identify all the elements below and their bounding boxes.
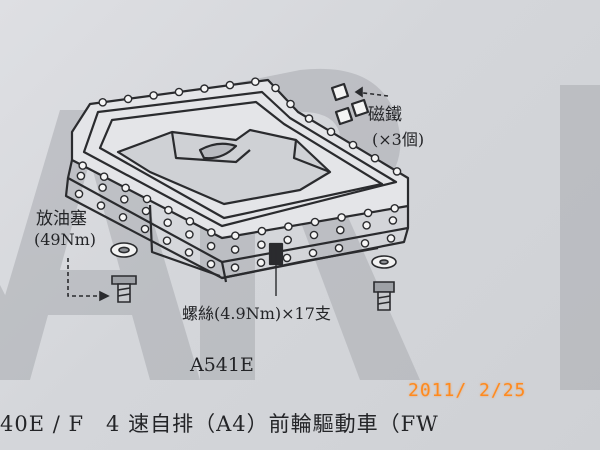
magnet-icon: [330, 82, 370, 126]
bolt-hole: [230, 245, 240, 254]
bolt-hole: [388, 216, 398, 225]
bolt-hole: [98, 183, 107, 192]
bolt-hole: [308, 248, 318, 258]
magnet-quantity-label: (×3個): [372, 130, 425, 149]
bolt-hole: [282, 253, 292, 263]
bolt-hole: [230, 231, 240, 240]
bolt-hole: [78, 161, 87, 170]
bolt-hole: [149, 91, 158, 100]
bolt-hole: [360, 238, 370, 248]
bolt-hole: [370, 153, 380, 163]
pan-bolt-holes: [74, 77, 402, 272]
pan-bolt-icon: [371, 255, 397, 311]
bolt-hole: [74, 189, 84, 199]
bolt-hole: [392, 167, 402, 176]
bolt-hole: [250, 77, 260, 86]
bolt-hole: [386, 234, 396, 243]
bolt-hole: [185, 216, 195, 226]
bolt-hole: [121, 183, 130, 193]
bolt-hole: [185, 230, 194, 239]
bolt-hole: [230, 263, 240, 272]
bolt-hole: [99, 172, 109, 181]
bolt-hole: [140, 224, 150, 234]
bolt-hole: [257, 240, 266, 249]
bolt-hole: [120, 194, 129, 204]
magnet-label: 磁鐵: [368, 105, 402, 125]
bolt-hole: [76, 171, 86, 181]
bolt-hole: [184, 248, 194, 257]
bolt-hole: [334, 243, 344, 253]
bolt-hole: [98, 98, 107, 107]
bolt-hole: [348, 140, 358, 150]
bolt-hole: [390, 203, 400, 213]
bolt-hole: [225, 80, 235, 90]
bolt-hole: [174, 87, 184, 97]
arrow-icon: [354, 86, 389, 98]
bolt-hole: [363, 208, 373, 218]
bolt-hole: [304, 114, 314, 123]
bolt-hole: [162, 236, 172, 245]
bolt-hole: [286, 99, 295, 109]
bolt-hole: [326, 127, 336, 137]
bolt-hole: [256, 258, 266, 268]
oil-pan-drawing: [64, 78, 410, 283]
bolt-hole: [118, 212, 128, 222]
bolt-hole: [141, 206, 151, 216]
drain-plug-label: 放油塞: [36, 209, 87, 229]
bolt-hole: [200, 84, 209, 93]
bolt-hole: [206, 228, 216, 237]
bolt-hole: [96, 201, 106, 210]
bolt-hole: [283, 235, 293, 245]
bolt-hole: [206, 259, 216, 269]
bolt-hole: [142, 194, 152, 204]
bolt-hole: [335, 225, 345, 235]
pan-bolts-label: 螺絲(4.9Nm)×17支: [182, 304, 331, 323]
bolt-hole: [257, 226, 267, 236]
drain-plug-torque-label: (49Nm): [34, 230, 97, 249]
bolt-hole: [123, 94, 133, 104]
bolt-hole: [337, 213, 346, 222]
bolt-hole: [362, 220, 371, 230]
bolt-hole: [164, 205, 173, 215]
bolt-hole: [284, 222, 293, 231]
watermark: [0, 68, 600, 390]
bolt-hole: [309, 230, 319, 240]
bolt-hole: [206, 241, 216, 251]
bolt-hole: [271, 83, 280, 93]
date-stamp: 2011/ 2/25: [408, 380, 527, 401]
bolt-hole: [163, 218, 172, 227]
bolt-hole: [310, 217, 320, 227]
drain-plug-icon: [67, 242, 138, 303]
model-label: A541E: [190, 354, 254, 376]
caption-text: 40E / F 4 速自排（A4）前輪驅動車（FW: [0, 412, 439, 436]
